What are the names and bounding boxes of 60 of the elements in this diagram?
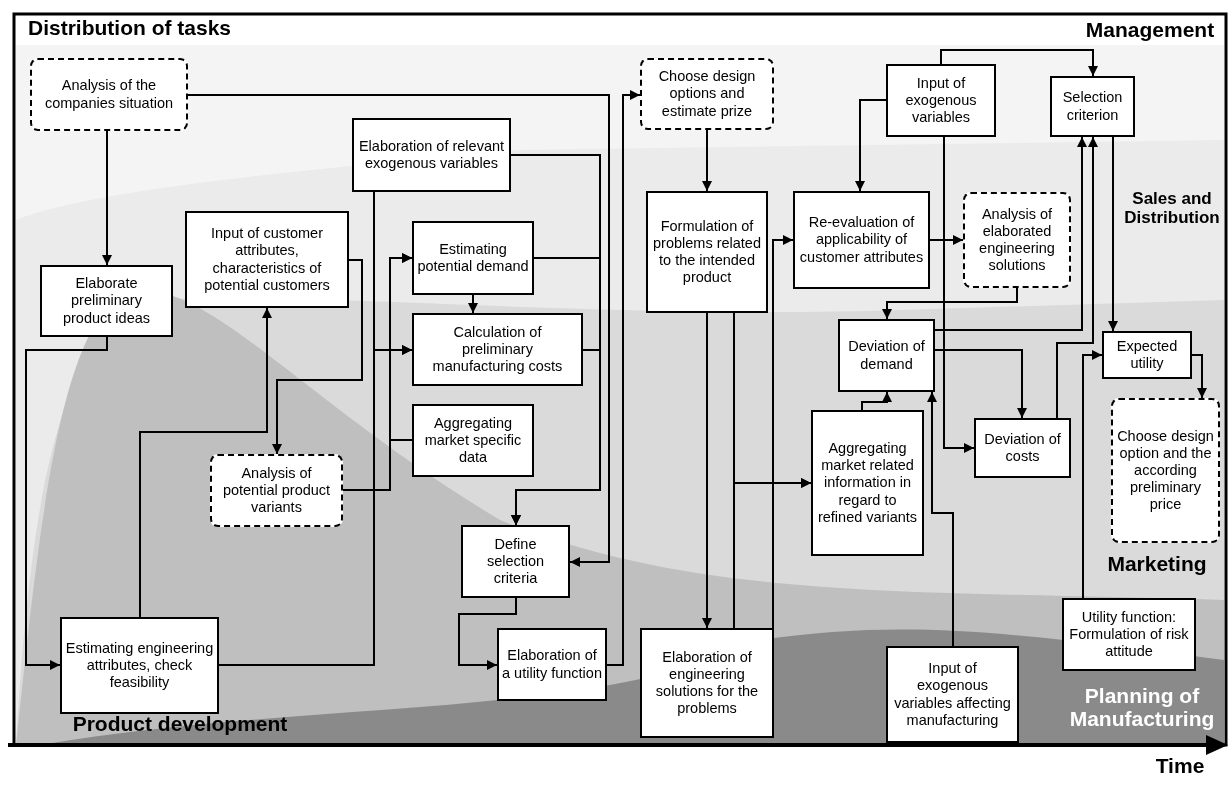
dashed-process-box: Analysis of the companies situation: [30, 58, 188, 131]
arrow: [882, 287, 1018, 320]
process-box: Elaboration of a utility function: [497, 628, 607, 701]
process-box: Elaborate preliminary product ideas: [40, 265, 173, 337]
arrow: [458, 597, 517, 670]
process-box: Deviation of costs: [974, 418, 1071, 478]
arrow: [272, 259, 363, 455]
axis-label: Time: [1154, 754, 1206, 778]
arrow: [929, 235, 964, 245]
process-box: Aggregating market related information in regard to refined variants: [811, 410, 924, 556]
dashed-process-box: Analysis of potential product variants: [210, 454, 343, 527]
dashed-process-box: Choose design option and the according preliminary price: [1111, 398, 1220, 543]
lane-label: Sales and Distribution: [1123, 190, 1221, 228]
arrow: [733, 478, 812, 629]
lane-label: Marketing: [1106, 552, 1208, 576]
process-box: Input of customer attributes, characteristics of potential customers: [185, 211, 349, 308]
lane-label: Product development: [71, 712, 289, 736]
diagram-title: Distribution of tasks: [28, 16, 233, 40]
dashed-process-box: Analysis of elaborated engineering solutions: [963, 192, 1071, 288]
arrow: [1108, 136, 1118, 332]
arrow: [187, 94, 610, 567]
arrow: [702, 312, 712, 629]
arrow: [606, 90, 641, 666]
arrow: [1056, 136, 1098, 419]
process-box: Estimating potential demand: [412, 221, 534, 295]
arrow: [772, 235, 794, 629]
process-box: Estimating engineering attributes, check feasibility: [60, 617, 219, 714]
arrow: [218, 345, 413, 666]
lane-label: Management: [1084, 18, 1216, 42]
lane-label: Planning of Manufacturing: [1068, 684, 1216, 731]
process-box: Elaboration of relevant exogenous variables: [352, 118, 511, 192]
arrow: [934, 349, 1027, 419]
arrow: [25, 336, 108, 670]
arrow: [934, 136, 1087, 331]
process-box: Aggregating market specific data: [412, 404, 534, 477]
arrow: [940, 49, 1098, 77]
arrow: [511, 349, 601, 526]
process-box: Formulation of problems related to the intended product: [646, 191, 768, 313]
process-box: Input of exogenous variables: [886, 64, 996, 137]
arrow: [927, 391, 954, 647]
process-box: Expected utility: [1102, 331, 1192, 379]
process-box: Elaboration of engineering solutions for the problems: [640, 628, 774, 738]
dashed-process-box: Choose design options and estimate prize: [640, 58, 774, 130]
arrow: [139, 307, 272, 618]
arrow: [389, 253, 413, 441]
process-box: Selection criterion: [1050, 76, 1135, 137]
arrow: [861, 391, 892, 411]
arrow: [943, 136, 975, 453]
arrow: [702, 129, 712, 192]
arrow: [1082, 350, 1103, 599]
process-box: Define selection criteria: [461, 525, 570, 598]
process-box: Deviation of demand: [838, 319, 935, 392]
arrow: [855, 99, 887, 192]
process-box: Input of exogenous variables affecting manufacturing: [886, 646, 1019, 743]
process-box: Re-evaluation of applicability of customer attributes: [793, 191, 930, 289]
arrow: [102, 130, 112, 266]
arrow: [468, 294, 478, 314]
process-box: Calculation of preliminary manufacturing costs: [412, 313, 583, 386]
arrow: [1191, 354, 1207, 399]
process-box: Utility function: Formulation of risk attitude: [1062, 598, 1196, 671]
